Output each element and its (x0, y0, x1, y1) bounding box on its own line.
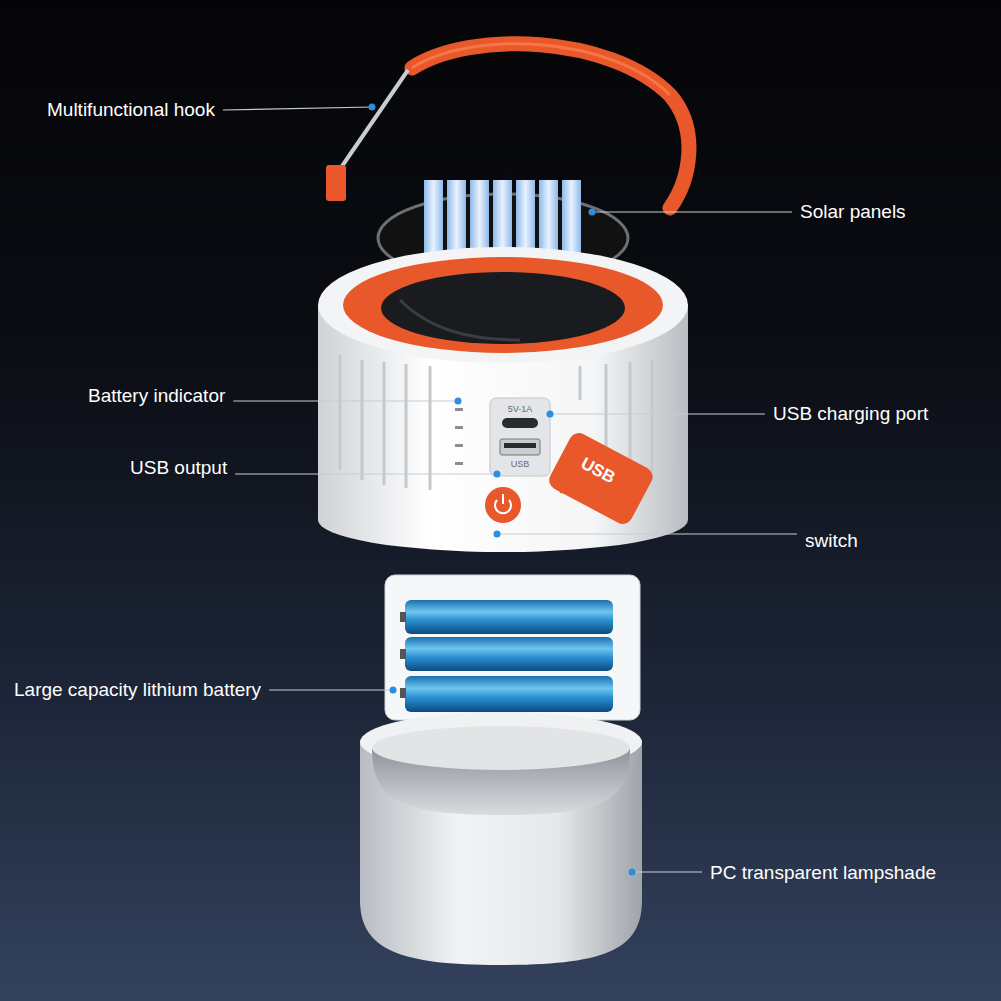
callout-label: Solar panels (800, 201, 906, 223)
callout-label: Multifunctional hook (47, 99, 215, 121)
callout-label: Battery indicator (88, 385, 225, 407)
port-marking: USB (511, 459, 530, 469)
callout-label: USB output (130, 457, 227, 479)
callout-label: Large capacity lithium battery (14, 679, 261, 701)
port-marking: 5V-1A (508, 404, 533, 414)
callout-label: USB charging port (773, 403, 928, 425)
callout-label: switch (805, 530, 858, 552)
callout-label: PC transparent lampshade (710, 862, 936, 884)
